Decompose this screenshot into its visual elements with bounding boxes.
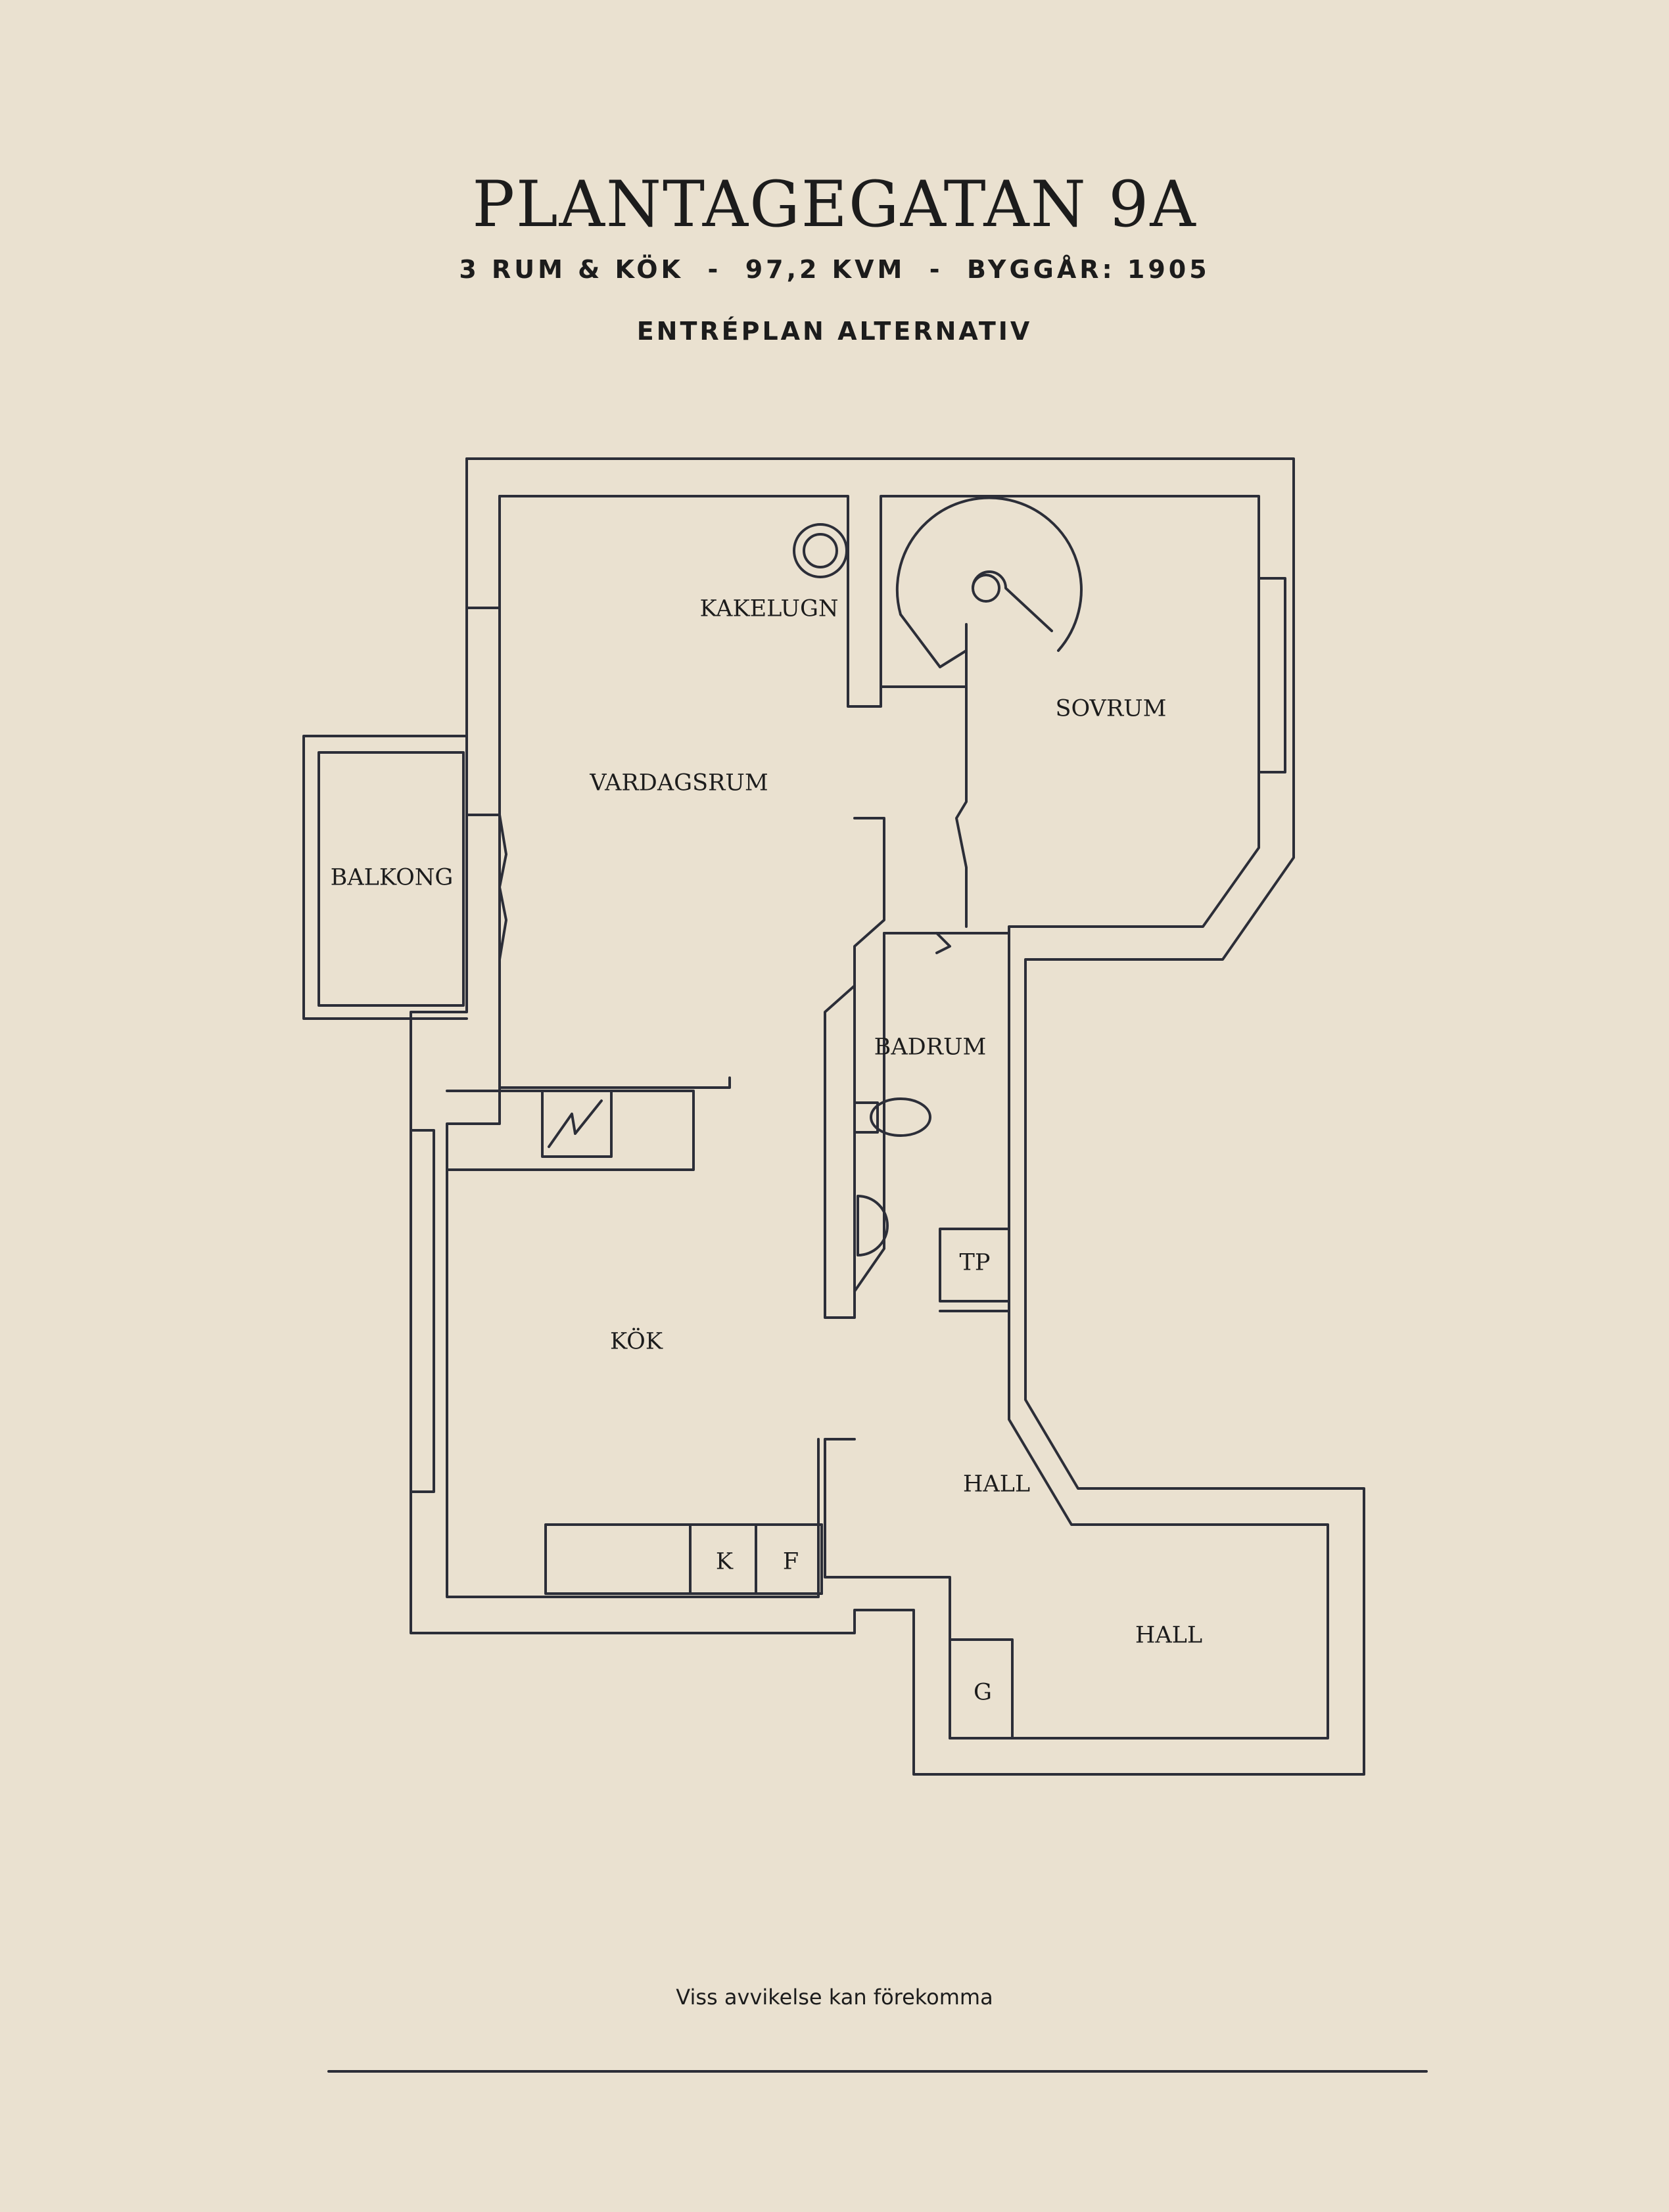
room-label-kok: KÖK (610, 1327, 663, 1355)
sink-icon (857, 1195, 889, 1256)
page-title: PLANTAGEGATAN 9A (472, 168, 1197, 241)
room-label-vardagsrum: VARDAGSRUM (589, 770, 768, 796)
room-label-k: K (716, 1549, 734, 1575)
room-label-hall-2: HALL (1135, 1623, 1202, 1649)
exterior-walls (410, 457, 1365, 1776)
room-label-kakelugn: KAKELUGN (699, 596, 838, 622)
disclaimer: Viss avvikelse kan förekomma (676, 1985, 993, 2010)
room-label-badrum: BADRUM (874, 1034, 987, 1061)
kitchen-counters (446, 1090, 823, 1595)
shower-icon (935, 932, 951, 954)
plan-name: ENTRÉPLAN ALTERNATIV (636, 317, 1033, 346)
property-summary: 3 RUM & KÖK - 97,2 KVM - BYGGÅR: 1905 (459, 255, 1210, 284)
toilet-icon (853, 1097, 931, 1137)
room-label-balkong: BALKONG (331, 865, 454, 891)
tp-box (939, 1228, 1010, 1302)
room-label-sovrum: SOVRUM (1055, 696, 1166, 722)
spiral-stair-icon (895, 496, 1083, 668)
room-label-tp: TP (960, 1250, 991, 1276)
tiled-stove-icon (793, 523, 848, 578)
g-box (949, 1638, 1014, 1740)
room-label-f: F (783, 1549, 799, 1575)
room-label-hall-1: HALL (963, 1471, 1030, 1498)
interior-walls (302, 495, 1329, 1740)
room-label-g: G (974, 1680, 992, 1706)
